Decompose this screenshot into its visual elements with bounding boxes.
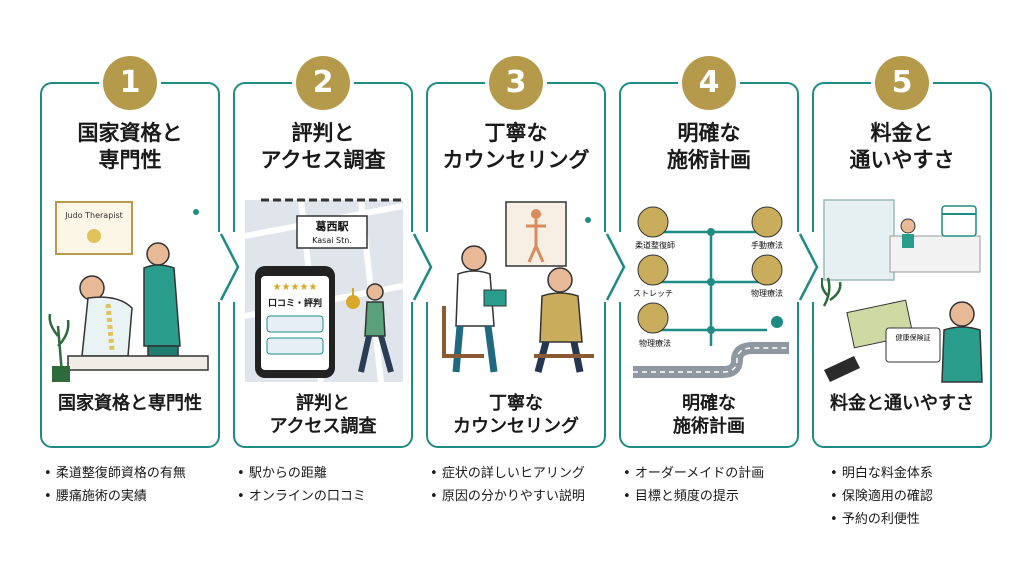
plan-node-icon: [751, 206, 783, 238]
step-bullets: 柔道整復師資格の有無 腰痛施術の実績: [44, 462, 220, 508]
step-bullets: 症状の詳しいヒアリング 原因の分かりやすい説明: [430, 462, 606, 508]
plan-node-icon: [751, 254, 783, 286]
step-caption: 評判と アクセス調査: [269, 393, 377, 437]
step-4: 4 明確な 施術計画 柔道整復師 手動療法 ストレッチ 物理療法 物理療法 明確…: [619, 0, 799, 572]
calendar-icon: [941, 205, 977, 237]
bullet-item: オンラインの口コミ: [237, 485, 413, 508]
step-number-badge: 4: [682, 56, 736, 110]
step-number-badge: 2: [296, 56, 350, 110]
rating-stars-icon: ★★★★★: [273, 282, 318, 293]
plan-item-label: 柔道整復師: [635, 240, 675, 250]
plant-icon: [820, 277, 842, 307]
insurance-card: [885, 327, 941, 363]
bullet-item: 腰痛施術の実績: [44, 485, 220, 508]
step-caption: 国家資格と専門性: [58, 393, 202, 414]
step-card: 料金と 通いやすさ 健康保険証 料金と通いやすさ: [812, 82, 992, 448]
therapist-illustration: Judo Therapist: [48, 201, 209, 382]
bullet-item: オーダーメイドの計画: [623, 462, 799, 485]
plan-node-icon: [637, 254, 669, 286]
plan-item-label: 物理療法: [639, 338, 671, 348]
step-bullets: 駅からの距離 オンラインの口コミ: [237, 462, 413, 508]
step-number-badge: 5: [875, 56, 929, 110]
step-title: 評判と アクセス調査: [260, 121, 386, 172]
bullet-item: 明白な料金体系: [830, 462, 1006, 485]
review-label: 口コミ・評判: [268, 297, 322, 309]
station-sign: [296, 215, 368, 249]
step-number-badge: 1: [103, 56, 157, 110]
map-pin-icon: [346, 295, 360, 309]
clinic-reception-illustration: 健康保険証: [820, 199, 983, 383]
bullet-item: 原因の分かりやすい説明: [430, 485, 606, 508]
insurance-card-text: 健康保険証: [896, 333, 931, 342]
step-1: 1 国家資格と 専門性 Judo Therapist 国家資格と専門性 柔道整復…: [40, 0, 220, 572]
step-2: 2 評判と アクセス調査 葛西駅 Kasai Stn. ★★★★★ 口コミ・評判…: [233, 0, 413, 572]
step-bullets: 明白な料金体系 保険適用の確認 予約の利便性: [830, 462, 1006, 531]
plan-node-icon: [637, 206, 669, 238]
step-title: 料金と 通いやすさ: [849, 121, 955, 172]
plan-item-label: 手動療法: [751, 240, 783, 250]
step-caption: 明確な 施術計画: [673, 393, 745, 437]
step-card: 丁寧な カウンセリング 丁寧な カウンセリング: [426, 82, 606, 448]
step-title: 国家資格と 専門性: [77, 121, 183, 172]
bullet-item: 予約の利便性: [830, 508, 1006, 531]
road-icon: [633, 342, 789, 378]
certificate-text: Judo Therapist: [64, 211, 123, 220]
chevron-right-icon: [218, 232, 242, 302]
treatment-plan-illustration: 柔道整復師 手動療法 ストレッチ 物理療法 物理療法: [633, 206, 789, 378]
step-caption: 丁寧な カウンセリング: [453, 393, 579, 437]
bullet-item: 目標と頻度の提示: [623, 485, 799, 508]
medal-icon: [87, 229, 101, 243]
step-card: 国家資格と 専門性 Judo Therapist 国家資格と専門性: [40, 82, 220, 448]
plan-item-label: ストレッチ: [633, 289, 673, 298]
bullet-item: 症状の詳しいヒアリング: [430, 462, 606, 485]
sparkle-icon: [585, 217, 591, 223]
step-card: 評判と アクセス調査 葛西駅 Kasai Stn. ★★★★★ 口コミ・評判 評…: [233, 82, 413, 448]
step-5: 5 料金と 通いやすさ 健康保険証 料金と通いやすさ 明白な料金体系 保険適用の…: [812, 0, 992, 572]
plan-node-icon: [637, 302, 669, 334]
step-caption: 料金と通いやすさ: [830, 393, 974, 414]
step-title: 明確な 施術計画: [667, 121, 751, 172]
clipboard-icon: [483, 289, 507, 307]
bullet-item: 保険適用の確認: [830, 485, 1006, 508]
plant-icon: [52, 366, 70, 382]
chevron-right-icon: [604, 232, 628, 302]
step-bullets: オーダーメイドの計画 目標と頻度の提示: [623, 462, 799, 508]
plan-item-label: 物理療法: [751, 288, 783, 298]
step-card: 明確な 施術計画 柔道整復師 手動療法 ストレッチ 物理療法 物理療法 明確な …: [619, 82, 799, 448]
sparkle-icon: [193, 209, 199, 215]
map-illustration: 葛西駅 Kasai Stn. ★★★★★ 口コミ・評判: [244, 198, 404, 383]
certificate: [55, 201, 133, 255]
station-name-en: Kasai Stn.: [312, 236, 352, 245]
bullet-item: 駅からの距離: [237, 462, 413, 485]
chevron-right-icon: [411, 232, 435, 302]
counseling-illustration: [442, 201, 594, 373]
step-title: 丁寧な カウンセリング: [442, 121, 590, 172]
step-number-badge: 3: [489, 56, 543, 110]
goal-pin-icon: [771, 316, 783, 328]
bullet-item: 柔道整復師資格の有無: [44, 462, 220, 485]
chevron-right-icon: [797, 232, 821, 302]
station-name: 葛西駅: [315, 219, 349, 233]
step-3: 3 丁寧な カウンセリング 丁寧な カウンセリング 症状の詳しいヒアリング 原因…: [426, 0, 606, 572]
